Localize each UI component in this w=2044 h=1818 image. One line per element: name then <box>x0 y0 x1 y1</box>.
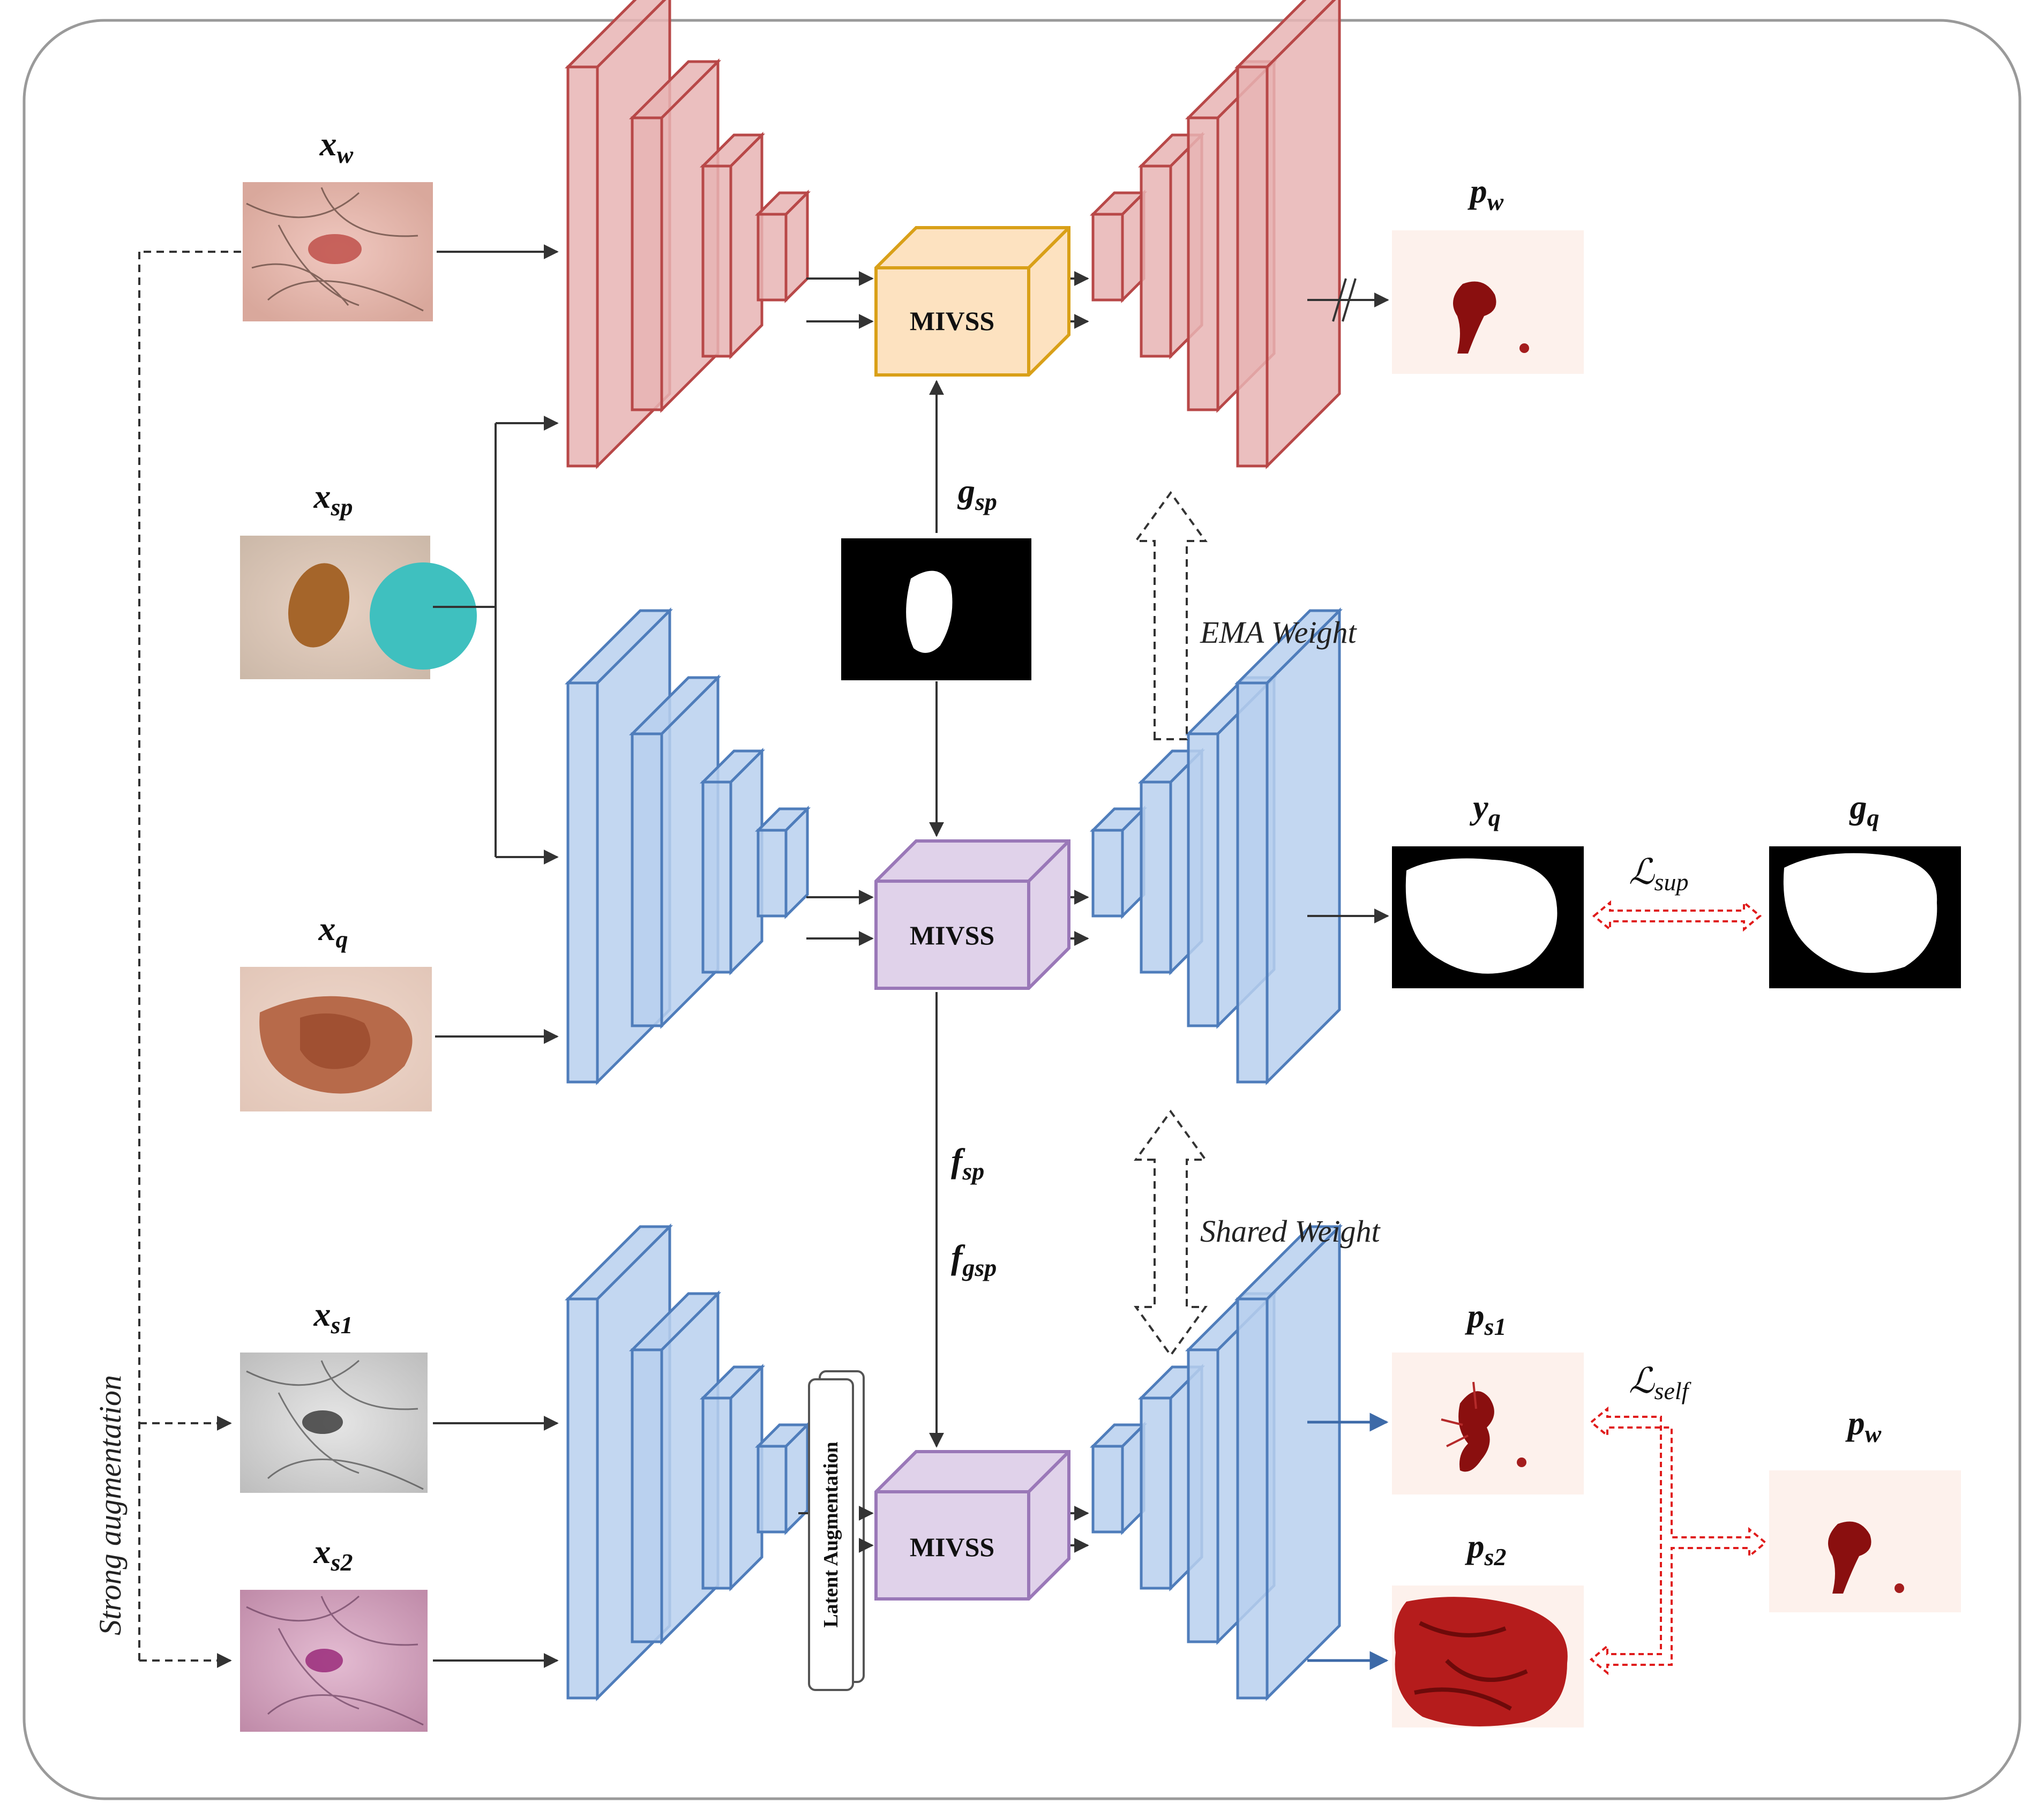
student-aug-encoder-block-3 <box>699 1363 766 1592</box>
mivss-bottom: MIVSS <box>874 1450 1070 1601</box>
student-aug-decoder-block-1 <box>1089 1421 1148 1536</box>
student-aug-encoder-block-2 <box>628 1290 722 1646</box>
label-f-gsp: fgsp <box>951 1238 997 1281</box>
student-aug-decoder-block-4 <box>1234 1223 1343 1702</box>
prediction-p-s1 <box>1392 1353 1584 1494</box>
label-loss-sup: ℒsup <box>1629 853 1688 896</box>
label-shared-weight: Shared Weight <box>1200 1214 1381 1249</box>
label-x-w: xw <box>319 125 354 168</box>
label-g-q: gq <box>1849 788 1880 831</box>
label-x-sp: xsp <box>313 477 353 521</box>
mask-g-q <box>1769 846 1961 988</box>
mivss-top: MIVSS <box>874 226 1070 377</box>
network-stacks <box>564 0 1343 1702</box>
teacher-decoder-block-1 <box>1089 189 1148 304</box>
student-encoder-block-4 <box>754 805 811 920</box>
ema-weight-arrow <box>1134 491 1208 740</box>
strong-augmentation-links <box>138 251 241 1668</box>
label-p-s2: ps2 <box>1465 1527 1507 1571</box>
prediction-p-s2 <box>1392 1586 1584 1727</box>
mivss-middle-label: MIVSS <box>910 920 994 950</box>
teacher-encoder-block-4 <box>754 189 811 304</box>
output-arrows <box>1307 278 1389 1670</box>
label-ema-weight: EMA Weight <box>1200 615 1357 650</box>
image-x-s1 <box>240 1353 428 1493</box>
mask-y-q <box>1392 846 1584 988</box>
teacher-encoder-block-3 <box>699 131 766 360</box>
label-p-w-top: pw <box>1468 172 1504 215</box>
latent-augmentation-label: Latent Augmentation <box>820 1441 842 1627</box>
label-p-s1: ps1 <box>1465 1297 1507 1340</box>
loss-sup-arrow <box>1592 900 1762 932</box>
mivss-middle: MIVSS <box>874 839 1070 990</box>
label-g-sp: gsp <box>957 472 997 515</box>
label-x-q: xq <box>318 910 348 953</box>
student-decoder-block-1 <box>1089 805 1148 920</box>
image-x-q <box>240 967 432 1111</box>
image-x-w <box>243 182 433 321</box>
teacher-decoder-block-4 <box>1234 0 1341 470</box>
student-decoder-block-4 <box>1234 607 1343 1086</box>
prediction-p-w-bottom <box>1769 1470 1961 1612</box>
input-arrows <box>433 244 559 1668</box>
label-strong-augmentation: Strong augmentation <box>93 1375 128 1635</box>
loss-self-arrows <box>1589 1406 1768 1676</box>
latent-augmentation-block: Latent Augmentation <box>808 1370 865 1691</box>
mivss-top-label: MIVSS <box>910 306 994 336</box>
bottleneck-arrows <box>798 271 1089 1553</box>
label-loss-self: ℒself <box>1629 1362 1692 1404</box>
prediction-p-w-top <box>1392 230 1584 374</box>
student-aug-encoder-block-4 <box>754 1421 811 1536</box>
label-p-w-bottom: pw <box>1845 1404 1882 1447</box>
shared-weight-arrow <box>1134 1109 1208 1357</box>
mask-g-sp <box>841 538 1031 680</box>
image-x-s2 <box>240 1590 428 1732</box>
student-encoder-block-3 <box>699 747 766 976</box>
label-x-s1: xs1 <box>313 1295 353 1339</box>
label-x-s2: xs2 <box>313 1532 353 1576</box>
mivss-bottom-label: MIVSS <box>910 1532 994 1562</box>
image-x-sp <box>240 536 477 679</box>
